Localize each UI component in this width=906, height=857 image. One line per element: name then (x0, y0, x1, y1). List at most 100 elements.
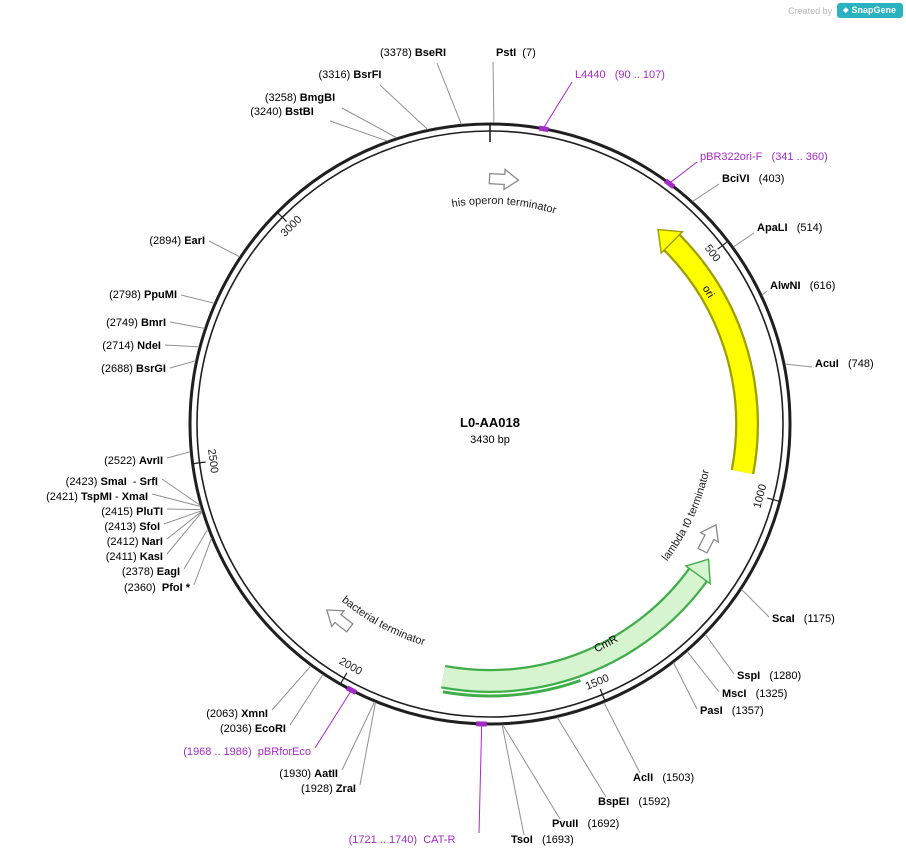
label-part: TspMI (81, 491, 112, 503)
site-label-eagi: (2378) EagI (122, 566, 180, 578)
site-label-xmni: (2063) XmnI (206, 708, 268, 720)
site-label-pvuii: PvuII (1692) (552, 818, 619, 830)
site-leader-ecori (289, 674, 324, 726)
site-leader-bsrgi (169, 360, 196, 369)
site-label-ndei: (2714) NdeI (102, 340, 161, 352)
label-part: BseRI (415, 47, 446, 59)
site-leader-zrai (359, 702, 376, 786)
site-leader-bmgbi (341, 107, 397, 139)
label-part: BstBI (285, 106, 314, 118)
terminator-arrow-his-operon-terminator (488, 168, 520, 191)
tick-mark-1500 (599, 688, 607, 703)
label-part: (2360) (124, 582, 162, 594)
site-leader-ndei (164, 344, 200, 348)
label-part: KasI (140, 551, 163, 563)
tick-label-500: 500 (702, 243, 723, 265)
label-part: (2688) (101, 363, 136, 375)
site-leader-nari (166, 510, 203, 540)
label-part: (1175) (795, 613, 835, 625)
label-part: EarI (184, 235, 205, 247)
snapgene-brand-name: SnapGene (851, 5, 896, 15)
site-leader-eari (208, 240, 240, 258)
primer-annotation-l4440 (538, 125, 549, 133)
label-part: BciVI (722, 173, 750, 185)
label-part: (2894) (149, 235, 184, 247)
primer-leader-l4440 (543, 81, 573, 129)
label-part: (748) (839, 358, 874, 370)
label-part: (2378) (122, 566, 157, 578)
label-part: NarI (142, 536, 163, 548)
site-leader-apali (733, 232, 755, 248)
site-label-pfoi: (2360) PfoI * (124, 582, 191, 594)
primer-label-cat-r: (1721 .. 1740) CAT-R (349, 834, 456, 846)
label-part: AclI (633, 772, 653, 784)
feature-his-operon-terminator-label-text: his operon terminator (451, 195, 558, 217)
label-part: (1721 .. 1740) CAT-R (349, 834, 456, 846)
site-label-bspei: BspEI (1592) (598, 796, 670, 808)
label-part: ZraI (336, 783, 356, 795)
label-part: ScaI (772, 613, 795, 625)
site-leader-pasi (673, 662, 698, 710)
label-part: - (127, 476, 140, 488)
label-part: (2063) (206, 708, 241, 720)
label-part: SfoI (139, 521, 160, 533)
site-label-tsoi: TsoI (1693) (511, 834, 574, 846)
label-part: (2036) (220, 723, 255, 735)
site-label-zrai: (1928) ZraI (301, 783, 356, 795)
label-part: PluTI (136, 506, 163, 518)
primer-label-pbrforeco: (1968 .. 1986) pBRforEco (183, 746, 311, 758)
plasmid-length: 3430 bp (470, 434, 510, 446)
site-leader-tspmi-xmai (151, 493, 201, 507)
feature-his-operon-terminator-label-path (387, 204, 616, 244)
site-leader-bmri (169, 321, 205, 329)
site-leader-msci (686, 651, 720, 693)
label-part: (1503) (653, 772, 694, 784)
snapgene-logo-icon: ◆ (843, 6, 849, 14)
site-label-bsrfi: (3316) BsrFI (319, 69, 382, 81)
label-part: (2412) (107, 536, 142, 548)
site-leader-bsrfi (379, 84, 428, 130)
primer-label-l4440: L4440 (90 .. 107) (575, 69, 665, 81)
site-label-bmri: (2749) BmrI (106, 317, 166, 329)
label-part: SspI (737, 670, 760, 682)
site-label-ppumi: (2798) PpuMI (109, 289, 177, 301)
tick-mark-2000 (339, 672, 348, 686)
label-part: (3316) (319, 69, 354, 81)
watermark-created-by-label: Created by (788, 5, 833, 16)
label-part: SmaI (101, 476, 127, 488)
site-leader-avrii (166, 451, 191, 459)
site-label-bcivi: BciVI (403) (722, 173, 784, 185)
tick-label-1500: 1500 (584, 672, 611, 692)
label-part: (1692) (578, 818, 619, 830)
label-part: (616) (801, 280, 836, 292)
label-part: (3258) (265, 92, 300, 104)
label-part: (514) (788, 222, 823, 234)
site-label-apali: ApaLI (514) (757, 222, 822, 234)
site-leader-ppumi (180, 294, 215, 304)
label-part: (1592) (629, 796, 670, 808)
site-leader-smai-srfi (161, 478, 201, 506)
site-leader-bspei (556, 717, 607, 798)
site-label-kasi: (2411) KasI (106, 551, 163, 563)
site-label-pluti: (2415) PluTI (101, 506, 163, 518)
site-label-bsrgi: (2688) BsrGI (101, 363, 166, 375)
snapgene-badge: ◆SnapGene (837, 3, 903, 18)
feature-ori-band (662, 233, 757, 474)
label-part: AcuI (815, 358, 839, 370)
site-label-acui: AcuI (748) (815, 358, 874, 370)
label-part: BsrGI (136, 363, 166, 375)
site-label-tspmi-xmai: (2421) TspMI - XmaI (46, 491, 148, 503)
site-leader-sspi (704, 634, 735, 675)
site-leader-psti (492, 61, 495, 124)
label-part: EcoRI (255, 723, 286, 735)
site-label-aatii: (1930) AatII (279, 768, 338, 780)
label-part: (1930) (279, 768, 314, 780)
site-label-ecori: (2036) EcoRI (220, 723, 286, 735)
label-part: NdeI (137, 340, 161, 352)
plasmid-name: L0-AA018 (460, 415, 520, 430)
label-part: AatII (314, 768, 338, 780)
label-part: PasI (700, 705, 723, 717)
site-leader-bseri (436, 62, 462, 125)
site-label-msci: MscI (1325) (722, 688, 787, 700)
tick-label-1000: 1000 (751, 483, 769, 510)
